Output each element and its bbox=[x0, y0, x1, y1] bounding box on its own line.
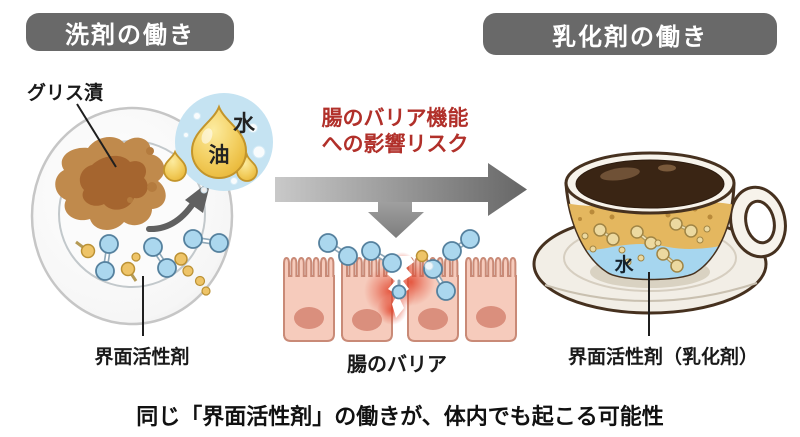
coffee-surface bbox=[575, 159, 725, 209]
arrow-right-icon bbox=[275, 163, 527, 216]
gut-barrier-illustration bbox=[283, 229, 517, 342]
barrier-molecules bbox=[318, 229, 480, 301]
risk-text-line2: への影響リスク bbox=[321, 131, 469, 156]
oil-label: 油 bbox=[208, 143, 230, 167]
coffee-cup-illustration bbox=[532, 151, 787, 315]
arrow-down-icon bbox=[368, 198, 424, 238]
risk-text: 腸のバリア機能 への影響リスク bbox=[285, 106, 505, 157]
grease-stain-label: グリス漬 bbox=[27, 82, 104, 104]
header-emulsifier: 乳化剤の働き bbox=[483, 13, 777, 55]
bottom-caption: 同じ「界面活性剤」の働きが、体内でも起こる可能性 bbox=[136, 405, 664, 430]
grease-stain bbox=[55, 136, 166, 230]
surfactant-label: 界面活性剤 bbox=[94, 346, 190, 368]
pointer-lines bbox=[76, 103, 650, 336]
emulsifier-label: 界面活性剤（乳化剤） bbox=[567, 346, 758, 368]
header-emulsifier-label: 乳化剤の働き bbox=[552, 22, 708, 51]
header-detergent: 洗剤の働き bbox=[26, 13, 234, 51]
water-oil-circle bbox=[163, 93, 273, 194]
cup-handle bbox=[729, 185, 787, 259]
surfactant-molecules bbox=[75, 229, 229, 296]
emulsifier-molecules bbox=[581, 217, 711, 273]
header-detergent-label: 洗剤の働き bbox=[65, 20, 195, 49]
oil-layer bbox=[566, 201, 734, 256]
water-label: 水 bbox=[232, 112, 255, 137]
gut-barrier-label: 腸のバリア bbox=[347, 352, 447, 376]
risk-text-line1: 腸のバリア機能 bbox=[321, 106, 469, 130]
oil-droplet-icon bbox=[163, 104, 258, 182]
cup-water-label: 水 bbox=[614, 254, 634, 276]
cell-nuclei bbox=[294, 306, 506, 331]
